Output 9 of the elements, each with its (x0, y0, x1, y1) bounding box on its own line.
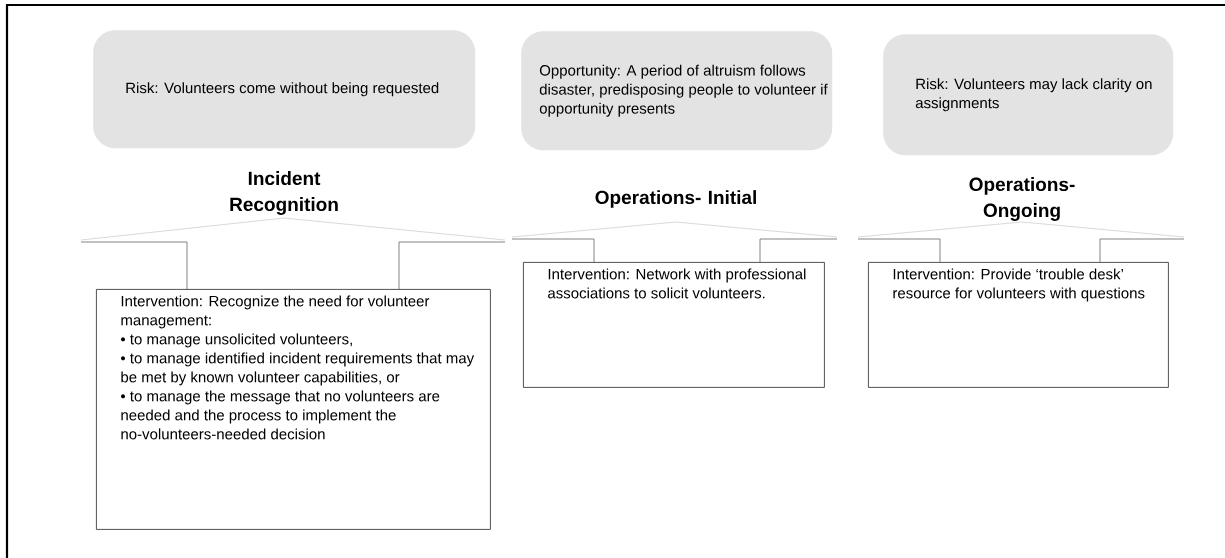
stage-heading: Incident Recognition (230, 171, 338, 215)
risk-callout: Risk: Volunteers may lack clarity on assignments (883, 34, 1174, 156)
risk-callout: Risk: Volunteers come without being requested (93, 30, 476, 149)
intervention-box: Intervention: Provide ‘trouble desk’ resource for volunteers with questions (868, 262, 1169, 388)
intervention-box: Intervention: Network with professional associations to solicit volunteers. (523, 262, 825, 388)
risk-callout: Opportunity: A period of altruism follows disaster, predisposing people to volunteer if opportunity presents (521, 31, 833, 151)
stage-heading: Operations- Ongoing (969, 177, 1075, 221)
stage-heading: Operations- Initial (595, 190, 756, 208)
intervention-box: Intervention: Recognize the need for volunteer management: • to manage unsolicited volunteers, • to manage identified incident requirements that may be met by known volunteer capabilities, or • to manage the message that no volunteers are needed and the process to implement the no-volunteers-needed decision (96, 289, 491, 530)
